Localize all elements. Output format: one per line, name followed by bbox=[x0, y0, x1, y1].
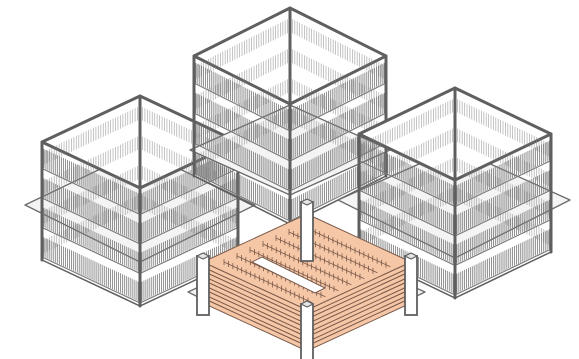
corner-pillar bbox=[404, 255, 418, 316]
corner-pillar bbox=[300, 303, 314, 359]
platform-front-highlighted bbox=[187, 198, 426, 359]
pillars bbox=[192, 6, 388, 226]
building-right bbox=[337, 86, 571, 300]
corner-pillar bbox=[300, 201, 314, 262]
service-corridor bbox=[250, 256, 327, 294]
pillar-cap bbox=[403, 252, 419, 260]
pillar-cap bbox=[195, 252, 211, 260]
rack-lines bbox=[358, 98, 550, 294]
pillar-cap bbox=[299, 198, 315, 206]
pillars bbox=[357, 86, 553, 300]
pillar-cap bbox=[299, 300, 315, 308]
pillars bbox=[195, 198, 419, 359]
corner-pillar bbox=[196, 255, 210, 316]
